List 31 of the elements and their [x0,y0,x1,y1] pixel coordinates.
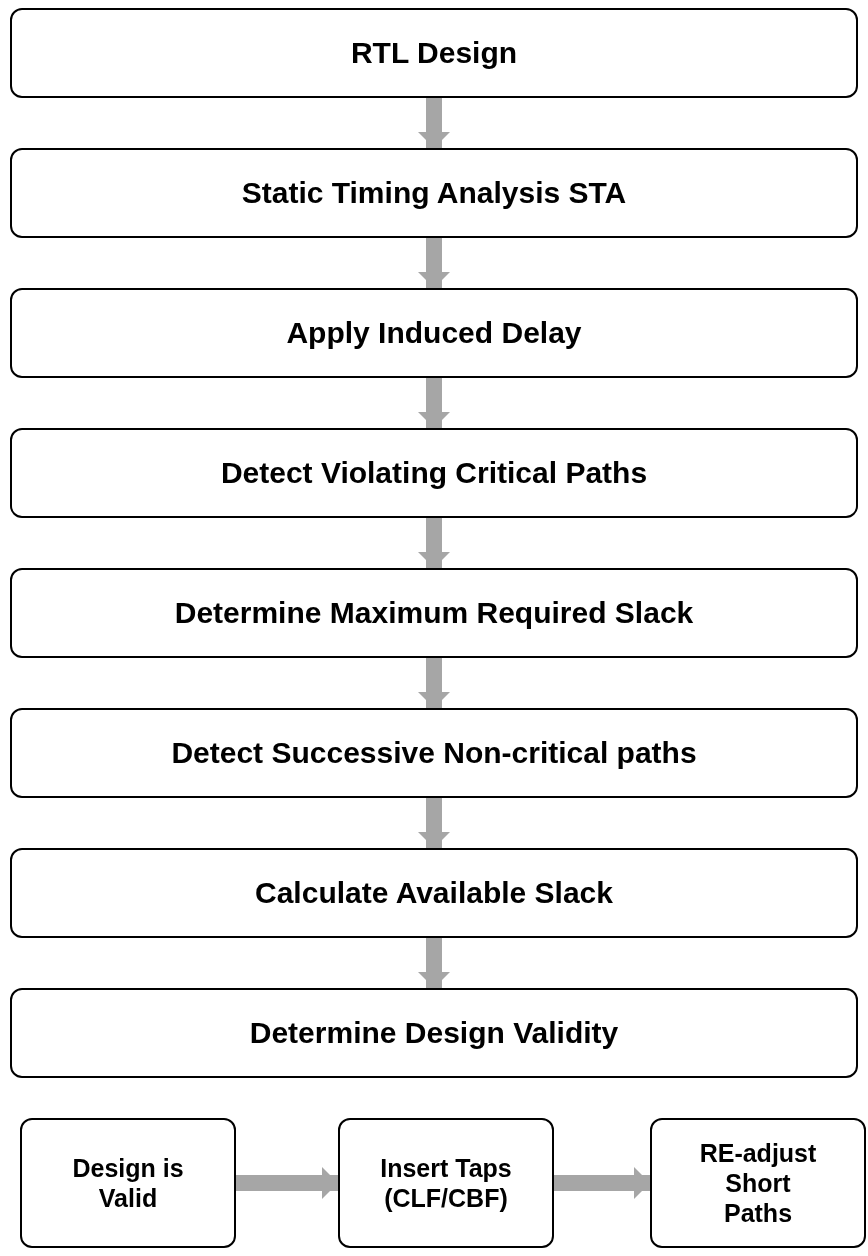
arrow [418,98,450,148]
process-box [10,148,858,238]
process-box [10,8,858,98]
arrow [236,1167,338,1199]
box-label: Calculate Available Slack [255,875,613,911]
process-box [10,568,858,658]
box-label: RTL Design [350,35,518,71]
process-box [10,988,858,1078]
box-label: Determine Maximum Required Slack [174,595,694,631]
box-label: Insert Taps (CLF/CBF) [380,1153,512,1213]
box-label: Determine Design Validity [249,1015,619,1051]
box-label: Detect Violating Critical Paths [220,455,648,491]
arrow [418,518,450,568]
process-box [10,288,858,378]
process-box [10,428,858,518]
box-label: Design is Valid [71,1153,185,1213]
arrow [418,378,450,428]
arrow [418,938,450,988]
box-label: Static Timing Analysis STA [241,175,627,211]
process-box [20,1118,236,1248]
arrow [554,1167,650,1199]
process-box [650,1118,866,1248]
box-label: RE-adjust Short Paths [698,1138,818,1228]
process-box [338,1118,554,1248]
arrow [418,658,450,708]
process-box [10,848,858,938]
arrow [418,798,450,848]
process-box [10,708,858,798]
arrow [418,238,450,288]
box-label: Detect Successive Non-critical paths [171,735,697,771]
box-label: Apply Induced Delay [286,315,582,351]
